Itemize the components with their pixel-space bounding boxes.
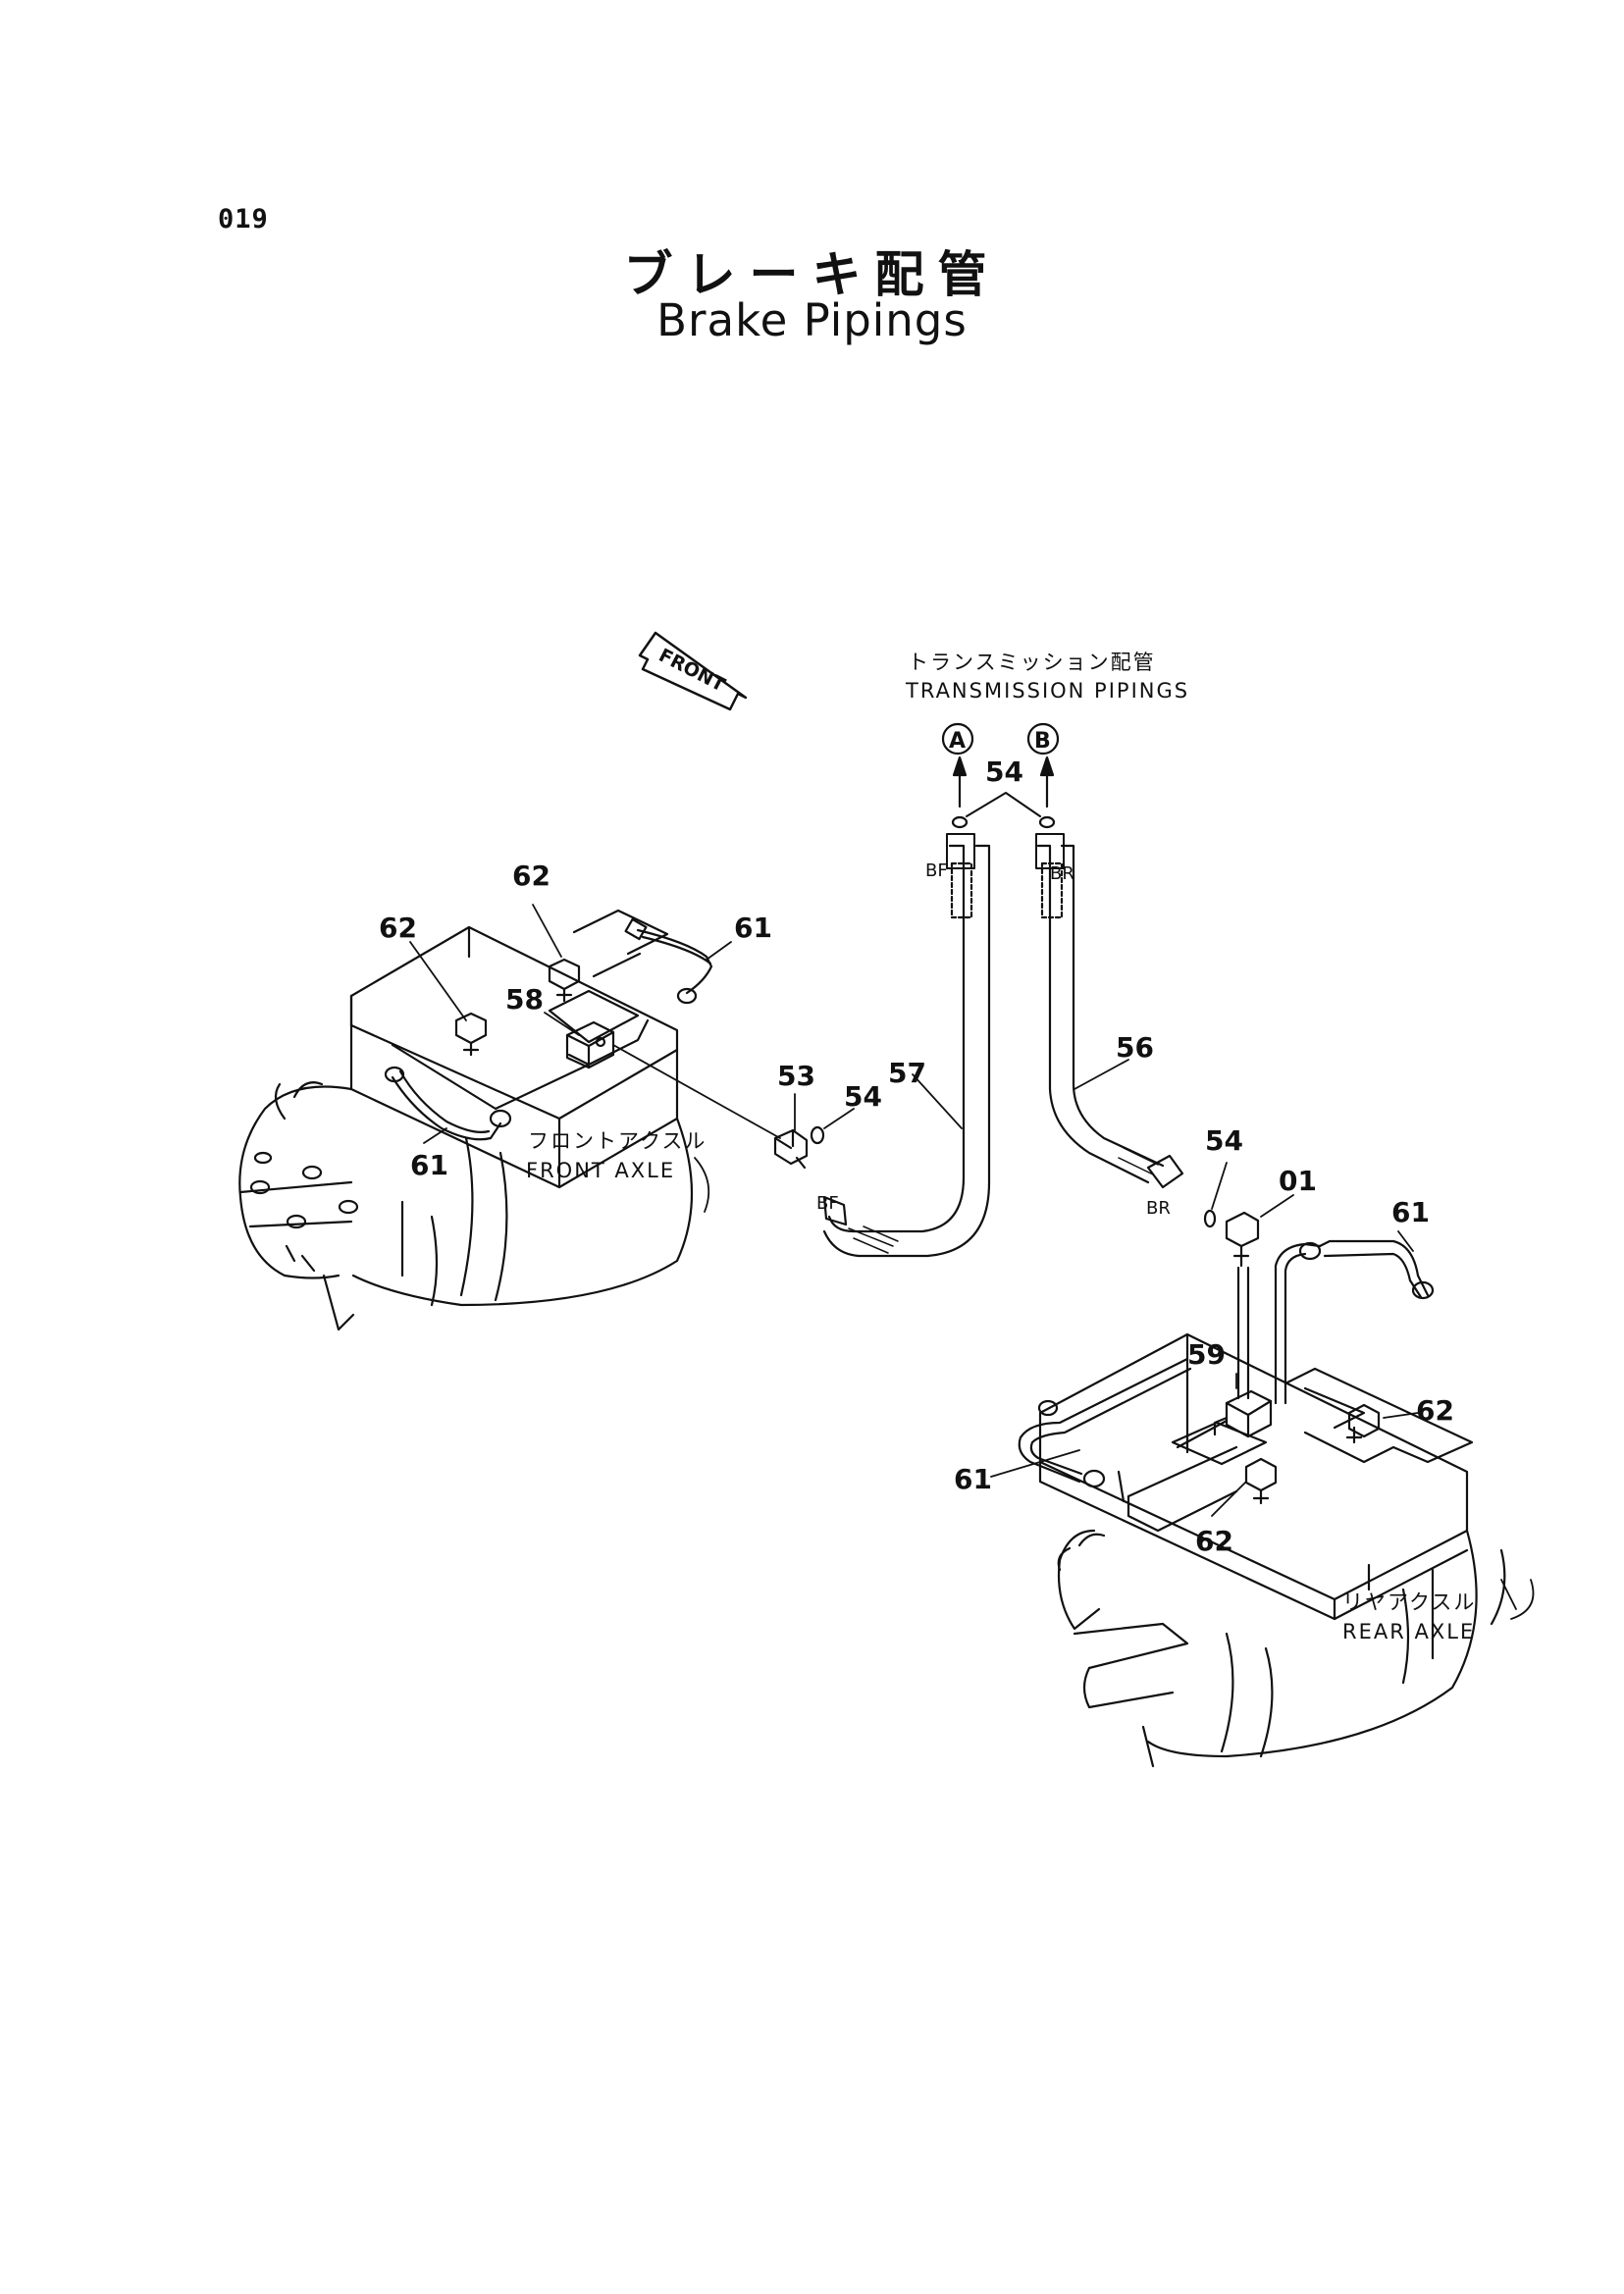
leader-54-top bbox=[966, 792, 1041, 817]
front-arrow bbox=[638, 631, 748, 711]
rear-axle-label-jp: リヤアクスル bbox=[1342, 1590, 1476, 1614]
brake-hose-56 bbox=[1035, 833, 1184, 1189]
callout-58: 58 bbox=[505, 983, 544, 1016]
connector-53 bbox=[773, 1128, 809, 1170]
callout-57: 57 bbox=[888, 1057, 926, 1089]
callout-62-rear-right: 62 bbox=[1416, 1394, 1454, 1427]
rear-axle-label-en: REAR AXLE bbox=[1342, 1620, 1475, 1643]
o-ring-54-front bbox=[810, 1125, 825, 1145]
callout-61-rear-left: 61 bbox=[954, 1463, 992, 1495]
callout-61-front-right: 61 bbox=[734, 912, 772, 944]
o-ring-54-rear bbox=[1203, 1209, 1217, 1228]
rear-brake-pipe-61-right bbox=[1274, 1239, 1435, 1405]
elbow-01 bbox=[1225, 1211, 1260, 1268]
front-brake-pipe-61-left bbox=[384, 1066, 512, 1141]
callout-61-front-left: 61 bbox=[410, 1149, 448, 1181]
front-axle-label-bracket bbox=[694, 1157, 710, 1213]
front-fitting-62-upper bbox=[548, 958, 581, 1003]
port-a-label: A bbox=[949, 729, 966, 754]
rear-fitting-62-right bbox=[1345, 1403, 1381, 1444]
hose-mark-bf-bottom: BF bbox=[816, 1193, 839, 1214]
rear-fitting-62-lower bbox=[1244, 1457, 1278, 1505]
callout-61-rear-right: 61 bbox=[1391, 1196, 1430, 1228]
port-b-label: B bbox=[1034, 729, 1051, 754]
o-ring-54-b bbox=[1038, 815, 1056, 829]
rear-supply-pipe bbox=[1236, 1266, 1250, 1400]
arrow-to-port-a bbox=[941, 722, 974, 808]
page-number: 019 bbox=[218, 204, 269, 235]
front-block-58 bbox=[565, 1020, 615, 1069]
brake-hose-57 bbox=[822, 833, 991, 1258]
front-connection-line bbox=[612, 1044, 781, 1139]
rear-axle bbox=[1038, 1332, 1506, 1768]
rear-axle-label-bracket bbox=[1510, 1579, 1535, 1620]
front-brake-pipe-61-right bbox=[624, 917, 713, 1005]
front-axle bbox=[238, 909, 694, 1331]
callout-53: 53 bbox=[777, 1060, 815, 1092]
callout-01: 01 bbox=[1279, 1165, 1317, 1197]
hose-mark-br-bottom: BR bbox=[1146, 1198, 1171, 1219]
transmission-label-jp: トランスミッション配管 bbox=[908, 651, 1156, 674]
callout-62-rear-lower: 62 bbox=[1195, 1525, 1233, 1557]
hose-mark-bf-top: BF bbox=[925, 860, 948, 881]
callout-54-top: 54 bbox=[985, 756, 1023, 788]
arrow-to-port-b bbox=[1026, 722, 1060, 808]
o-ring-54-a bbox=[951, 815, 969, 829]
title-english: Brake Pipings bbox=[656, 294, 968, 346]
front-arrow-label: FRONT bbox=[655, 645, 729, 697]
title-japanese: ブレーキ配管 bbox=[623, 246, 1001, 303]
callout-59: 59 bbox=[1187, 1338, 1226, 1371]
rear-brake-pipe-61-left bbox=[1018, 1357, 1229, 1488]
callout-54-rear: 54 bbox=[1205, 1124, 1243, 1157]
leader-lines bbox=[409, 904, 1517, 1610]
callout-54-front: 54 bbox=[844, 1080, 882, 1113]
callout-56: 56 bbox=[1116, 1031, 1154, 1064]
callout-62-left: 62 bbox=[379, 912, 417, 944]
hose-mark-br-top: BR bbox=[1050, 863, 1074, 884]
front-fitting-62-lower bbox=[454, 1012, 488, 1057]
front-axle-label-en: FRONT AXLE bbox=[526, 1159, 675, 1182]
rear-block-59 bbox=[1213, 1389, 1273, 1438]
callout-62-upper: 62 bbox=[512, 860, 550, 892]
transmission-label-en: TRANSMISSION PIPINGS bbox=[905, 679, 1189, 703]
front-axle-label-jp: フロントアクスル bbox=[528, 1129, 707, 1153]
